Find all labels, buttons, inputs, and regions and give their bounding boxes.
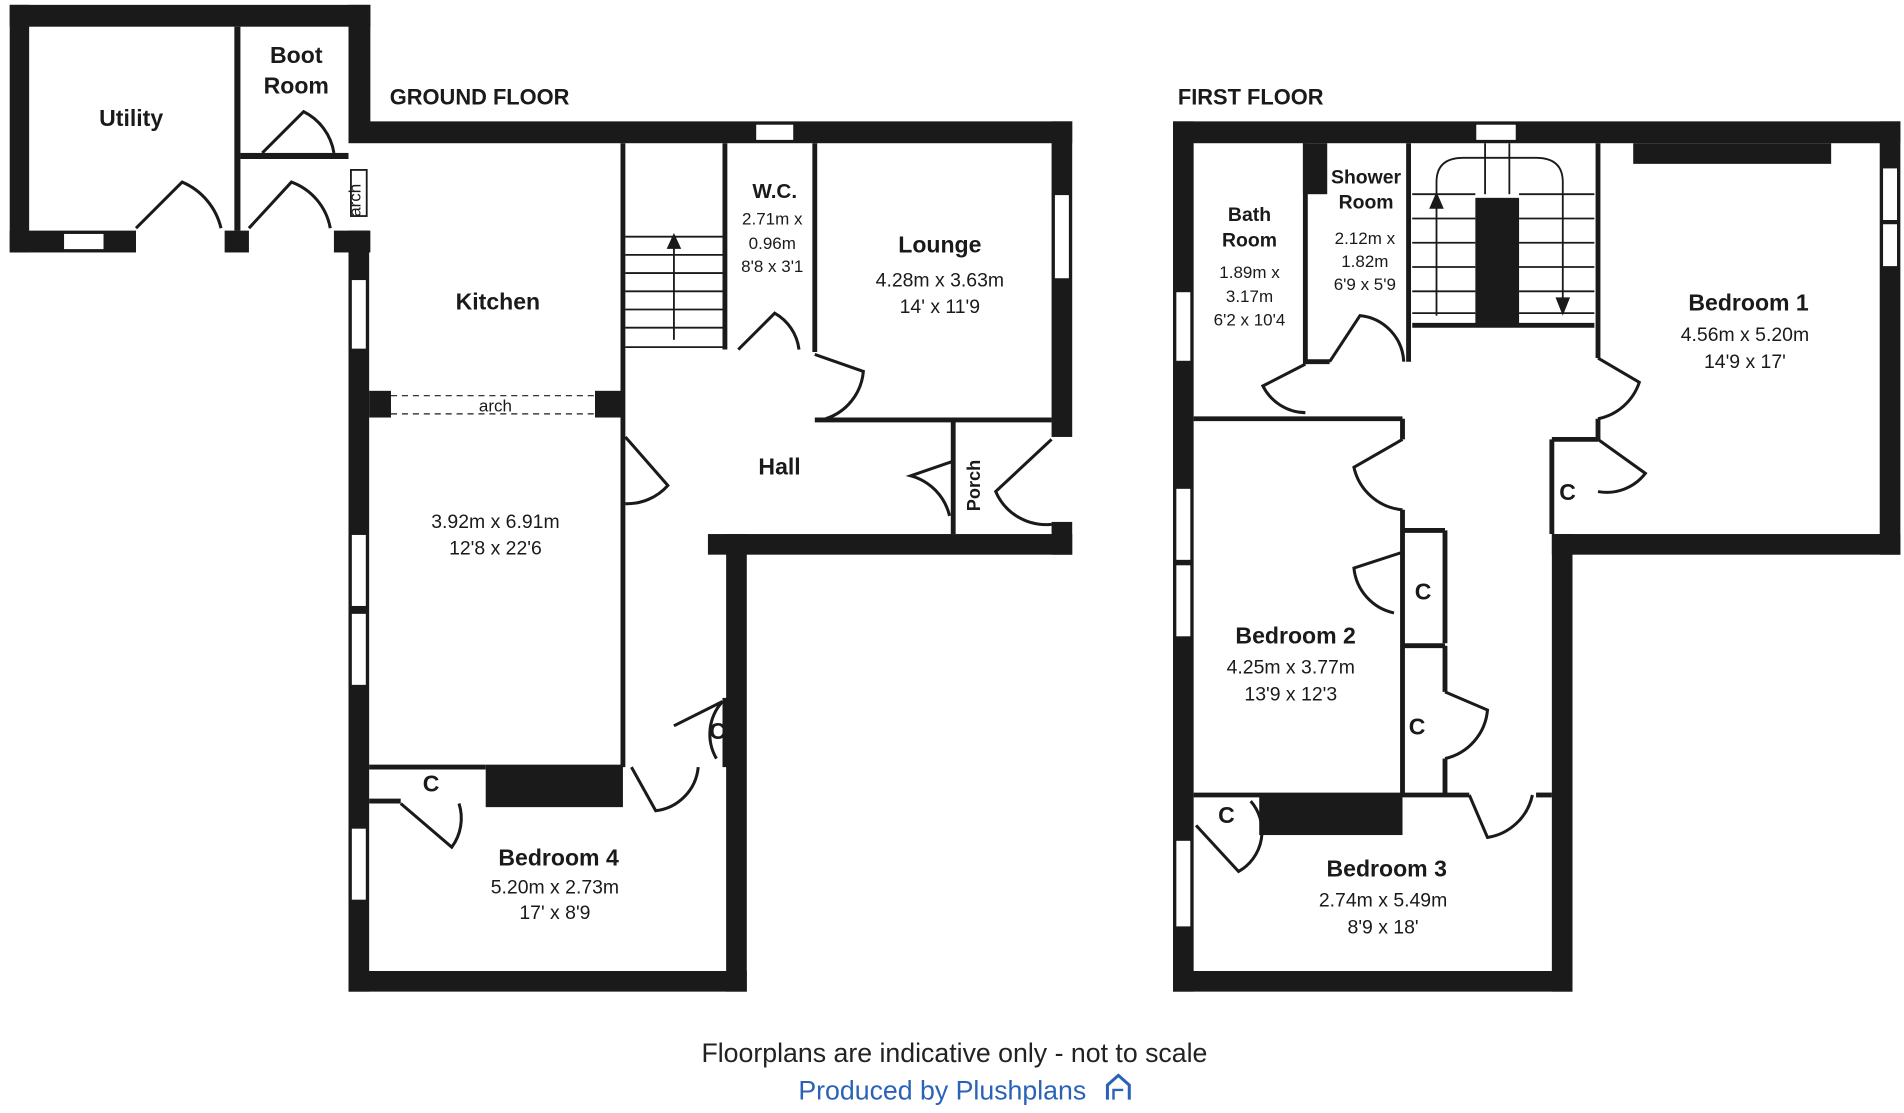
arch-label-boot: arch (346, 184, 365, 217)
kitchen-dim-m: 3.92m x 6.91m (431, 511, 559, 533)
ground-floor-title: GROUND FLOOR (390, 84, 570, 109)
wc-dim-m2: 0.96m (749, 234, 796, 253)
arch-label-kitchen: arch (479, 396, 512, 415)
kitchen-label: Kitchen (456, 289, 541, 315)
first-floor-plan: FIRST FLOOR (1173, 84, 1901, 992)
hall-label: Hall (758, 454, 800, 480)
bedroom1-label: Bedroom 1 (1688, 290, 1809, 316)
porch-label: Porch (964, 460, 984, 512)
shower-room-label-2: Room (1339, 192, 1394, 214)
shower-room-dim-m2: 1.82m (1341, 252, 1388, 271)
credit-text: Produced by Plushplans (798, 1076, 1086, 1106)
first-floor-title: FIRST FLOOR (1178, 84, 1324, 109)
bedroom2-dim-m: 4.25m x 3.77m (1227, 657, 1355, 679)
boot-room-label-1: Boot (270, 42, 323, 68)
lounge-dim-m: 4.28m x 3.63m (876, 269, 1004, 291)
bedroom3-label: Bedroom 3 (1327, 855, 1447, 881)
wc-label: W.C. (752, 180, 797, 203)
shower-room-label-1: Shower (1331, 166, 1402, 188)
cupboard-label: C (709, 718, 726, 744)
bedroom1-dim-ft: 14'9 x 17' (1704, 351, 1786, 373)
cupboard-label: C (1409, 713, 1426, 739)
disclaimer-text: Floorplans are indicative only - not to … (701, 1038, 1207, 1068)
bath-room-dim-m2: 3.17m (1226, 287, 1273, 306)
lounge-dim-ft: 14' x 11'9 (900, 296, 980, 318)
bath-room-dim-ft: 6'2 x 10'4 (1214, 310, 1286, 329)
bedroom4-label: Bedroom 4 (498, 844, 619, 870)
bedroom2-dim-ft: 13'9 x 12'3 (1244, 683, 1337, 705)
bedroom3-dim-m: 2.74m x 5.49m (1319, 890, 1447, 912)
boot-room-label-2: Room (264, 72, 329, 98)
utility-label: Utility (99, 105, 163, 131)
bath-room-label-2: Room (1222, 229, 1277, 251)
shower-room-dim-ft: 6'9 x 5'9 (1334, 275, 1396, 294)
cupboard-label: C (423, 770, 440, 796)
cupboard-label: C (1218, 802, 1235, 828)
bedroom3-dim-ft: 8'9 x 18' (1348, 916, 1419, 938)
bedroom4-dim-m: 5.20m x 2.73m (491, 876, 619, 898)
bedroom1-dim-m: 4.56m x 5.20m (1681, 324, 1809, 346)
shower-room-dim-m1: 2.12m x (1335, 229, 1396, 248)
bedroom2-label: Bedroom 2 (1235, 622, 1355, 648)
wc-dim-m1: 2.71m x (742, 210, 803, 229)
wc-dim-ft: 8'8 x 3'1 (741, 257, 803, 276)
cupboard-label: C (1559, 479, 1576, 505)
bath-room-dim-m1: 1.89m x (1219, 263, 1280, 282)
plushplans-logo-icon (1105, 1073, 1131, 1100)
bedroom4-dim-ft: 17' x 8'9 (519, 902, 590, 924)
cupboard-label: C (1415, 579, 1432, 605)
ground-floor-plan: GROUND FLOOR (9, 4, 1073, 992)
bath-room-label-1: Bath (1228, 204, 1271, 226)
kitchen-dim-ft: 12'8 x 22'6 (449, 538, 542, 560)
lounge-label: Lounge (898, 231, 981, 257)
